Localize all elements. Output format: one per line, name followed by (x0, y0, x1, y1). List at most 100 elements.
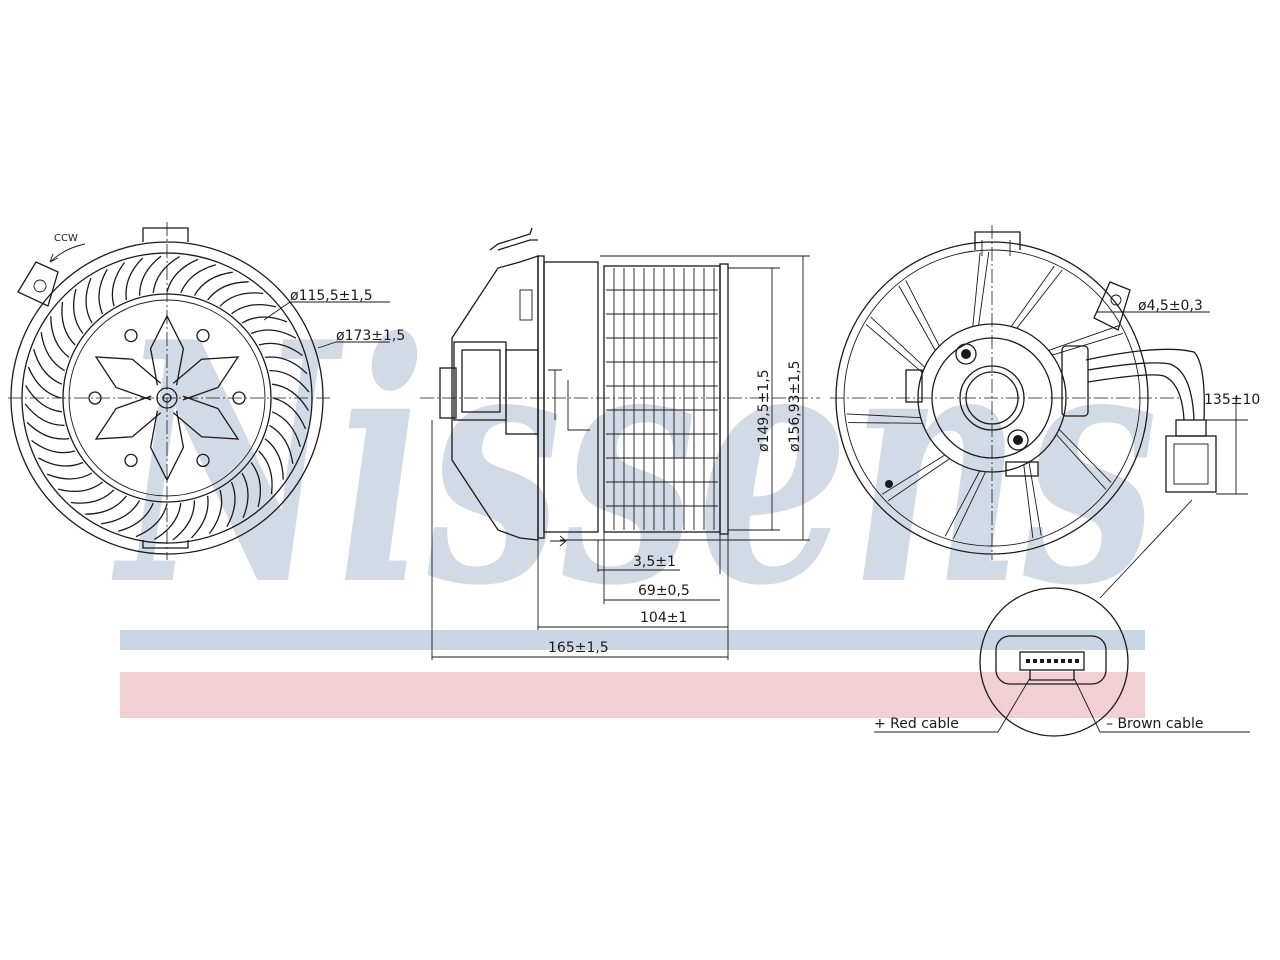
fan-blade (166, 258, 199, 293)
front-view: CCW ø115,5±1,5 ø173±1,5 (8, 222, 405, 560)
fan-blade (241, 316, 288, 324)
back-screw-1-head (961, 349, 971, 359)
side-dim-d-label: 165±1,5 (548, 640, 609, 656)
connector-pin (1068, 659, 1072, 663)
fan-blade (250, 462, 261, 508)
fan-blade (231, 304, 277, 315)
back-view: ø4,5±0,3 135±10 (830, 225, 1260, 599)
back-outer-housing (835, 241, 1149, 555)
fan-blade (258, 450, 273, 495)
fan-blade (37, 457, 84, 467)
hub-petal (149, 314, 185, 386)
connector-pin (1061, 659, 1065, 663)
side-top-clip (489, 227, 533, 251)
front-hub (156, 387, 178, 409)
back-plug-body (1165, 435, 1217, 493)
back-plug-top (1175, 419, 1207, 437)
back-rib-edge (881, 454, 946, 495)
negative-cable-label: – Brown cable (1106, 716, 1204, 732)
fan-blade (271, 411, 301, 447)
back-rib (972, 252, 981, 327)
watermark-red-band (120, 672, 1145, 718)
back-plug-inner (1173, 443, 1209, 485)
detail-leader (1099, 499, 1193, 599)
hub-hole (196, 453, 210, 468)
fan-blade (241, 472, 249, 519)
back-rib-edge (1056, 434, 1107, 490)
rotation-arrow-icon (49, 243, 86, 263)
fan-blade (207, 281, 249, 301)
connector-detail: + Red cable – Brown cable (874, 587, 1250, 737)
side-dim-c-label: 104±1 (640, 610, 687, 626)
back-hole-dia-label: ø4,5±0,3 (1138, 298, 1203, 314)
back-cable-label: 135±10 (1204, 392, 1260, 408)
front-fan-blades (24, 255, 310, 541)
fan-blade (264, 356, 308, 375)
side-rim (543, 261, 599, 533)
back-cable-1 (1087, 362, 1195, 421)
back-rib (848, 422, 923, 424)
front-mount-hole (33, 279, 47, 293)
front-bottom-tab (142, 540, 189, 549)
back-clip-bottom (1005, 461, 1039, 477)
detail-pins (1026, 659, 1079, 663)
front-inner-dia-label: ø115,5±1,5 (290, 288, 373, 304)
back-mount-hole (1110, 294, 1122, 306)
side-dim-a-label: 3,5±1 (633, 554, 676, 570)
front-inner-ring-2 (68, 299, 266, 497)
side-fan-cap (719, 263, 729, 535)
fan-blade (180, 264, 216, 294)
fan-blade (24, 403, 65, 427)
front-top-tab (142, 227, 189, 242)
back-cable-3 (1085, 348, 1205, 421)
back-mount-ear (1093, 281, 1131, 331)
hub-hole (88, 391, 102, 405)
fan-blade (101, 500, 141, 525)
front-outer-dia-label: ø173±1,5 (336, 328, 405, 344)
back-rib (1058, 428, 1112, 483)
side-top-flange (497, 239, 538, 251)
front-shaft (162, 393, 172, 403)
hub-petal (149, 410, 185, 482)
connector-pin (1040, 659, 1044, 663)
fan-blade (208, 489, 223, 534)
fan-blade (190, 495, 209, 539)
fan-blade (269, 369, 310, 393)
front-hub-star (88, 314, 246, 482)
back-pin (885, 480, 893, 488)
side-dia-2-label: ø156,93±1,5 (787, 360, 803, 452)
front-leader-outer (317, 341, 337, 349)
back-rib (1028, 462, 1042, 536)
positive-cable-label: + Red cable (874, 716, 959, 732)
fan-blade (85, 277, 93, 324)
back-screw-1 (955, 343, 977, 365)
fan-blade (272, 397, 307, 430)
back-cable-2 (1087, 374, 1185, 421)
back-rib (898, 285, 936, 351)
back-cable-clip (1061, 345, 1089, 417)
front-housing-rim (21, 252, 313, 544)
back-housing-rim (843, 249, 1141, 547)
back-rib-edge (905, 280, 940, 347)
back-top-tab (974, 231, 1021, 250)
front-leader-inner (263, 301, 291, 321)
back-rib-edge (1023, 464, 1034, 539)
back-ribs (846, 251, 1124, 539)
side-arrow-icon (550, 535, 567, 547)
fan-blade (70, 489, 115, 504)
fan-blade (152, 256, 180, 293)
side-view: ø149,5±1,5 ø156,93±1,5 3,5±1 69±0,5 104±… (420, 227, 820, 660)
connector-pin (1026, 659, 1030, 663)
hub-hole (124, 453, 138, 468)
hub-hole (124, 328, 138, 343)
watermark-blue-band (120, 630, 1145, 650)
fan-blade (264, 438, 284, 480)
fan-blade (25, 385, 62, 413)
rotation-label: CCW (54, 233, 78, 244)
connector-pin (1033, 659, 1037, 663)
fan-blade (27, 366, 62, 399)
fan-blade (46, 472, 93, 480)
back-top-tab-detail (981, 240, 1011, 256)
hub-petal (94, 395, 162, 440)
detail-circle (979, 587, 1129, 737)
